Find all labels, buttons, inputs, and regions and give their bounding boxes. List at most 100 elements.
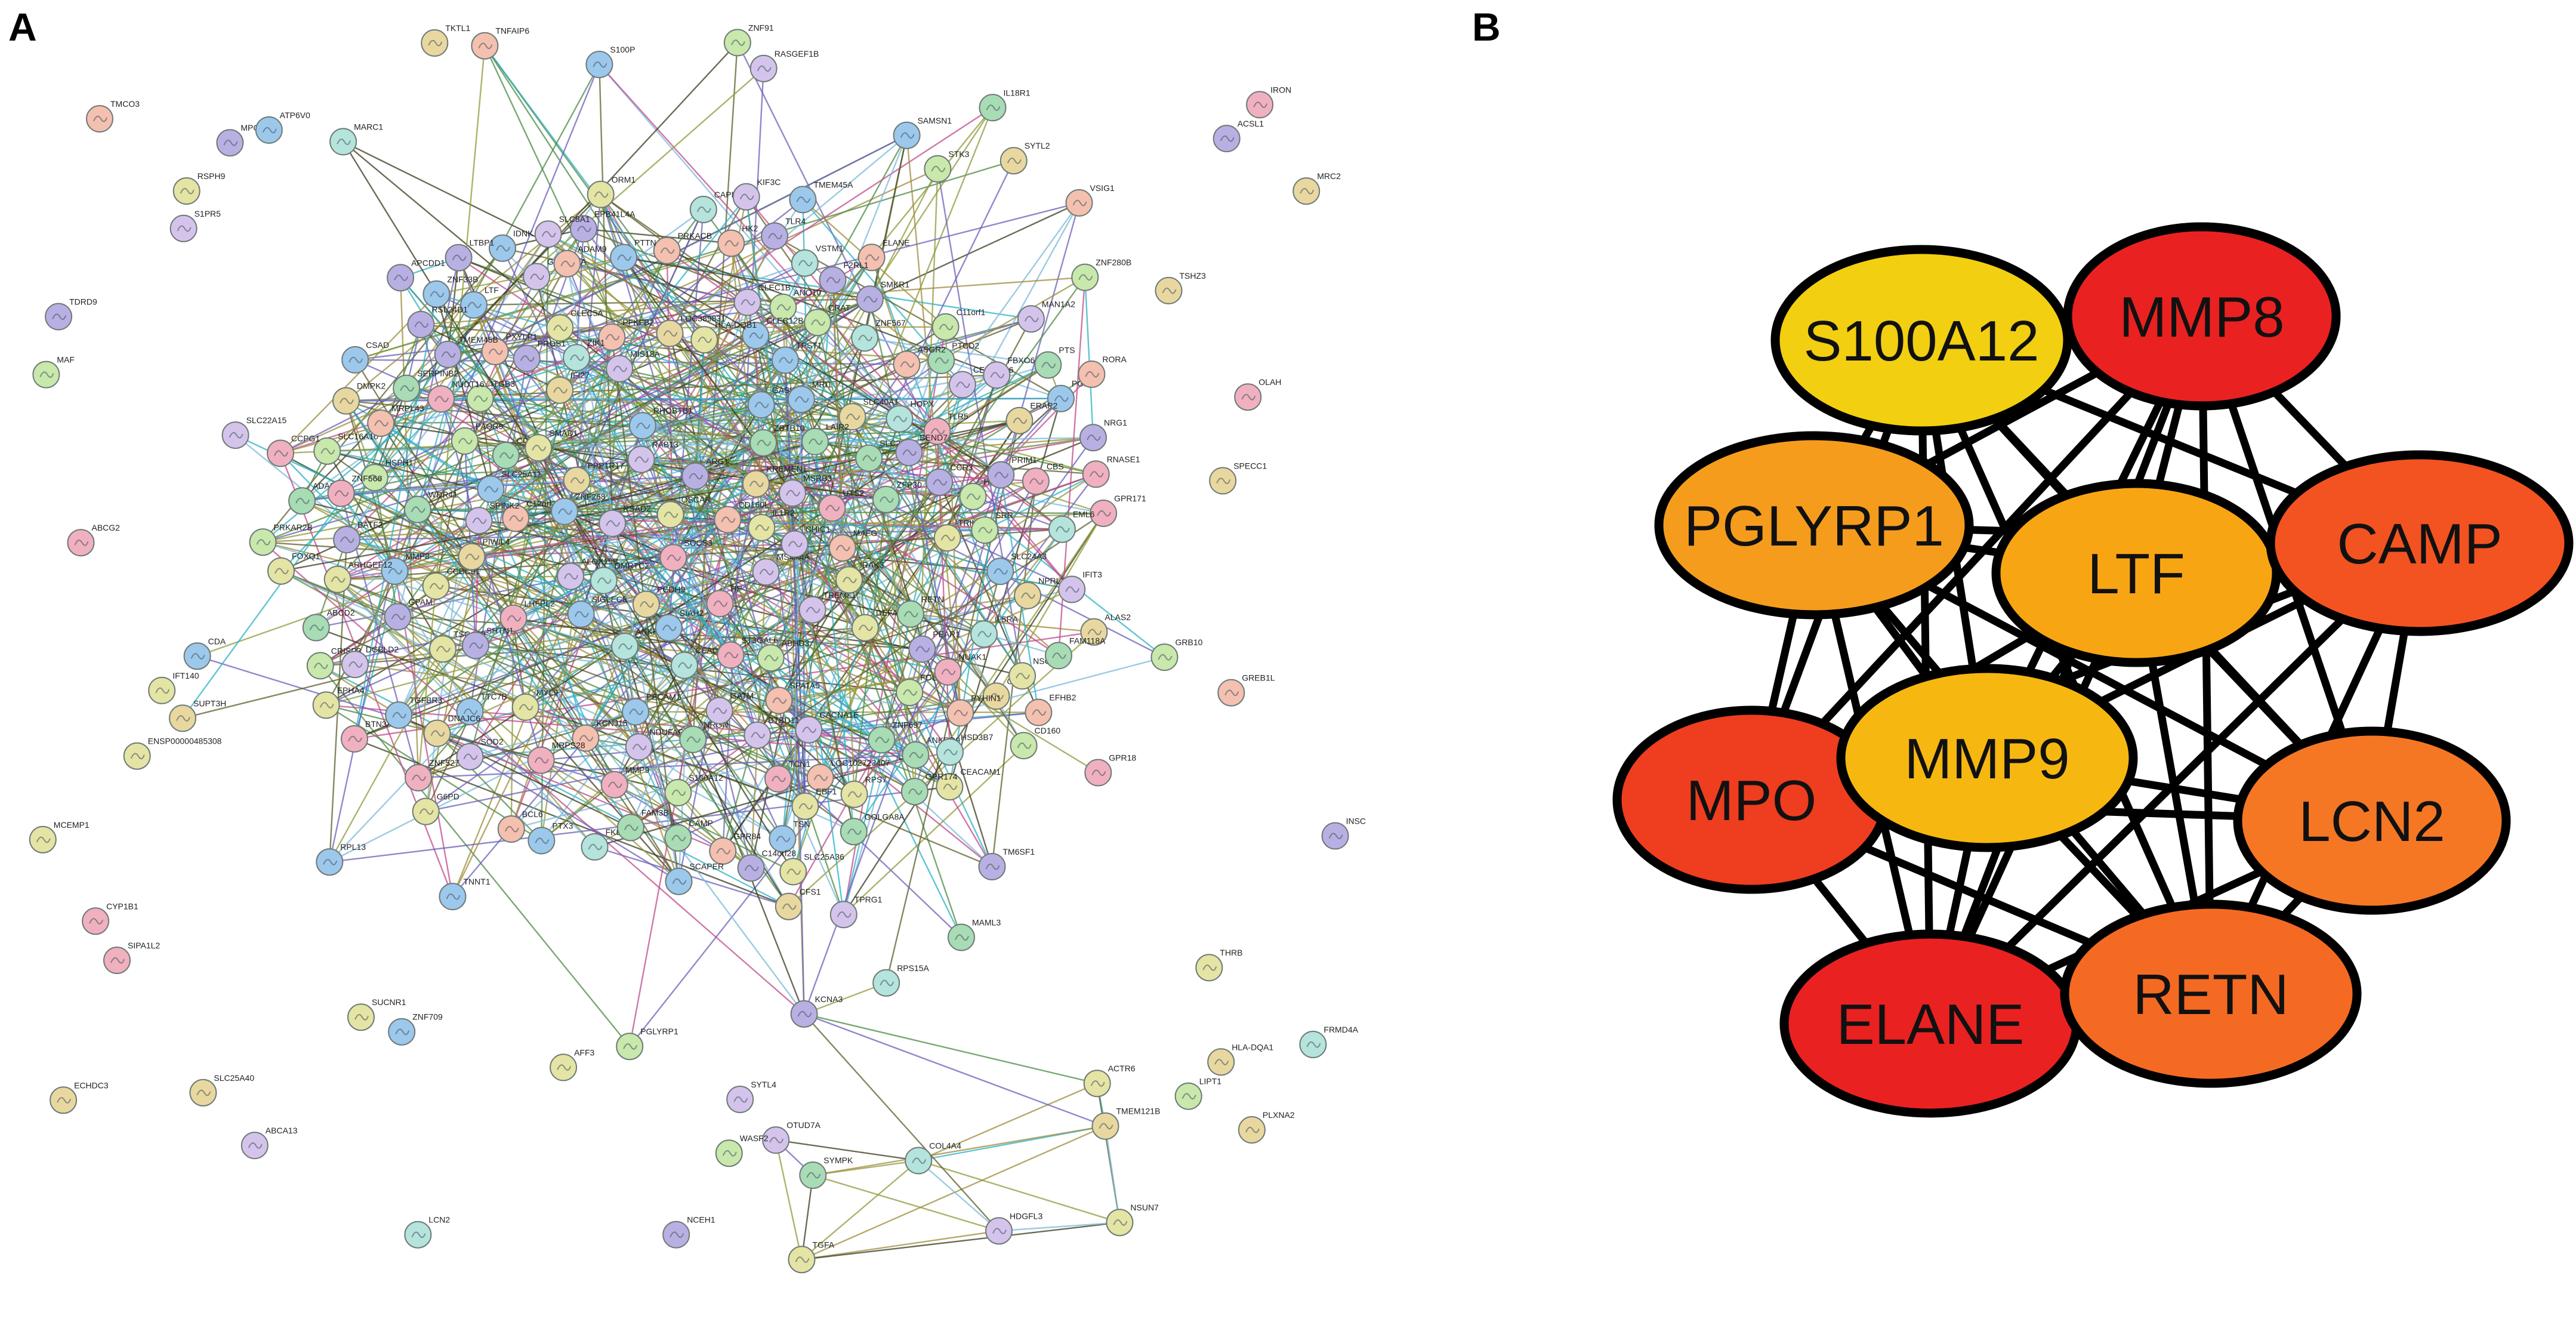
ppi-node-csad[interactable]: CSAD: [341, 340, 389, 374]
hub-node-ltf[interactable]: LTF: [1991, 479, 2281, 667]
ppi-node-s100a12[interactable]: S100A12: [664, 773, 723, 806]
ppi-node-rsl24d1[interactable]: RSL24D1: [407, 305, 468, 338]
ppi-node-clec12b[interactable]: CLEC12B: [742, 316, 804, 350]
ppi-node-tnfaip6[interactable]: TNFAIP6: [471, 26, 529, 60]
ppi-node-wasf2[interactable]: WASF2: [715, 1133, 769, 1167]
ppi-node-mrc2[interactable]: MRC2: [1292, 171, 1341, 205]
ppi-node-ifi27[interactable]: IFI27: [546, 371, 590, 404]
ppi-node-samsn1[interactable]: SAMSN1: [893, 116, 952, 149]
ppi-node-oscar[interactable]: OSCAR: [656, 495, 711, 529]
ppi-node-rps7[interactable]: RPS7: [840, 775, 887, 808]
ppi-node-tmem45a[interactable]: TMEM45A: [789, 180, 853, 214]
ppi-node-rsph9[interactable]: RSPH9: [172, 171, 226, 205]
ppi-node-wdr41[interactable]: WDR41: [403, 490, 458, 523]
ppi-node-tsn[interactable]: TSN: [769, 819, 810, 853]
ppi-node-retn[interactable]: RETN: [896, 594, 944, 628]
ppi-node-efhb2[interactable]: EFHB2: [1025, 693, 1076, 726]
ppi-node-ltbp1[interactable]: LTBP1: [445, 238, 495, 272]
ppi-node-sod2[interactable]: SOD2: [456, 737, 504, 771]
ppi-node-clec5a[interactable]: CLEC5A: [546, 308, 603, 342]
ppi-node-actr6[interactable]: ACTR6: [1083, 1064, 1136, 1098]
ppi-node-sipa1l2[interactable]: SIPA1L2: [103, 941, 160, 974]
ppi-node-gpam[interactable]: GPAM: [384, 597, 433, 631]
ppi-node-fam118a[interactable]: FAM118A: [1045, 636, 1106, 670]
ppi-node-cbs[interactable]: CBS: [1022, 461, 1064, 495]
ppi-node-tgfbr3[interactable]: TGFBR3: [385, 695, 443, 729]
ppi-node-stk3[interactable]: STK3: [924, 149, 970, 183]
ppi-node-bcl6[interactable]: BCL6: [497, 809, 543, 843]
ppi-node-ifit3[interactable]: IFIT3: [1058, 570, 1102, 603]
ppi-node-ccdc91[interactable]: CCDC91: [422, 566, 480, 600]
ppi-node-vstm1[interactable]: VSTM1: [791, 244, 844, 277]
ppi-node-znf33b[interactable]: ZNF33B: [422, 275, 479, 308]
ppi-node-nceh1[interactable]: NCEH1: [662, 1215, 715, 1249]
ppi-node-irak3[interactable]: IRAK3: [835, 560, 884, 594]
ppi-node-prim1[interactable]: PRIM1: [987, 455, 1037, 489]
ppi-node-tlr4[interactable]: TLR4: [761, 217, 806, 250]
ppi-node-mafg[interactable]: MAFG: [828, 528, 877, 562]
ppi-node-pglyrp1[interactable]: PGLYRP1: [616, 1027, 678, 1061]
hub-node-s100a12[interactable]: S100A12: [1770, 245, 2072, 436]
ppi-node-s1pr5[interactable]: S1PR5: [169, 209, 221, 242]
ppi-node-mis18a[interactable]: MIS18A: [606, 349, 661, 383]
hub-node-camp[interactable]: CAMP: [2266, 450, 2574, 636]
ppi-node-gpr174[interactable]: GPR174: [900, 772, 958, 806]
ppi-node-pyhin1[interactable]: PYHIN1: [946, 693, 1001, 727]
ppi-node-loc102723407[interactable]: LOC102723407: [806, 758, 890, 791]
ppi-node-zfp30[interactable]: ZFP30: [872, 480, 922, 513]
ppi-node-man1a2[interactable]: MAN1A2: [1017, 299, 1075, 333]
ppi-node-hp[interactable]: HP: [706, 584, 742, 618]
ppi-node-zik1[interactable]: ZIK1: [563, 338, 605, 372]
ppi-node-gpr171[interactable]: GPR171: [1090, 494, 1146, 527]
ppi-node-specc1[interactable]: SPECC1: [1209, 461, 1267, 495]
ppi-node-nudt16[interactable]: NUDT16: [427, 379, 485, 413]
ppi-node-znf567[interactable]: ZNF567: [851, 318, 906, 352]
ppi-node-ensp00000485308[interactable]: ENSP00000485308: [123, 737, 222, 770]
ppi-node-marc1[interactable]: MARC1: [329, 122, 383, 156]
ppi-node-epb41l4a[interactable]: EPB41L4A: [570, 209, 635, 243]
ppi-node-asgr2[interactable]: ASGR2: [893, 344, 946, 378]
ppi-node-rora[interactable]: RORA: [1078, 355, 1127, 388]
ppi-node-prkar2b[interactable]: PRKAR2B: [249, 522, 313, 556]
ppi-node-kcna3[interactable]: KCNA3: [790, 994, 843, 1028]
ppi-node-erap2[interactable]: ERAP2: [1005, 401, 1058, 435]
hub-node-retn[interactable]: RETN: [2060, 899, 2362, 1088]
ppi-node-lcn2[interactable]: LCN2: [404, 1215, 450, 1249]
ppi-node-maf[interactable]: MAF: [32, 355, 75, 389]
ppi-node-socs3[interactable]: SOCS3: [659, 538, 712, 572]
ppi-node-ift140[interactable]: IFT140: [148, 671, 199, 704]
ppi-node-ptx3[interactable]: PTX3: [527, 821, 573, 855]
ppi-node-dcbld2[interactable]: DCBLD2: [341, 645, 399, 679]
ppi-node-olah[interactable]: OLAH: [1234, 377, 1281, 411]
ppi-node-il1r2[interactable]: IL1R2: [748, 508, 795, 541]
ppi-node-uts2[interactable]: UTS2: [818, 488, 864, 522]
ppi-node-msrb3[interactable]: MSRB3: [779, 473, 832, 507]
ppi-node-iron[interactable]: IRON: [1246, 85, 1291, 119]
ppi-node-scaper[interactable]: SCAPER: [665, 862, 724, 895]
ppi-node-alas2[interactable]: ALAS2: [1080, 612, 1131, 646]
ppi-node-tcn1[interactable]: TCN1: [764, 759, 811, 793]
ppi-node-mrps28[interactable]: MRPS28: [527, 741, 585, 774]
ppi-node-insc[interactable]: INSC: [1321, 816, 1366, 850]
ppi-node-ptcd2[interactable]: PTCD2: [927, 341, 979, 374]
ppi-node-il18r1[interactable]: IL18R1: [979, 88, 1031, 122]
hub-node-mmp8[interactable]: MMP8: [2063, 222, 2341, 411]
ppi-node-ebf1[interactable]: EBF1: [791, 787, 837, 820]
hub-node-lcn2[interactable]: LCN2: [2233, 726, 2511, 915]
ppi-node-znf709[interactable]: ZNF709: [388, 1012, 443, 1046]
ppi-node-nrg1[interactable]: NRG1: [1079, 418, 1127, 452]
ppi-node-ceacam8[interactable]: CEACAM8: [671, 646, 736, 679]
ppi-node-znf280b[interactable]: ZNF280B: [1071, 258, 1131, 291]
ppi-node-grb10[interactable]: GRB10: [1150, 637, 1203, 671]
ppi-node-sucnr1[interactable]: SUCNR1: [347, 997, 406, 1031]
ppi-node-sytl4[interactable]: SYTL4: [726, 1080, 776, 1113]
ppi-node-nsun7[interactable]: NSUN7: [1106, 1203, 1159, 1237]
ppi-node-tshz3[interactable]: TSHZ3: [1155, 271, 1207, 304]
ppi-node-loc389831[interactable]: LOC389831: [656, 314, 726, 347]
hub-node-mmp9[interactable]: MMP9: [1836, 664, 2138, 852]
ppi-node-c14orf28[interactable]: C14orf28: [737, 848, 797, 882]
ppi-node-slc40a1[interactable]: SLC40A1: [838, 397, 899, 431]
ppi-node-prkacb[interactable]: PRKACB: [653, 231, 712, 264]
ppi-node-tmem121b[interactable]: TMEM121B: [1091, 1107, 1161, 1140]
ppi-node-c11orf1[interactable]: C11orf1: [931, 307, 986, 341]
